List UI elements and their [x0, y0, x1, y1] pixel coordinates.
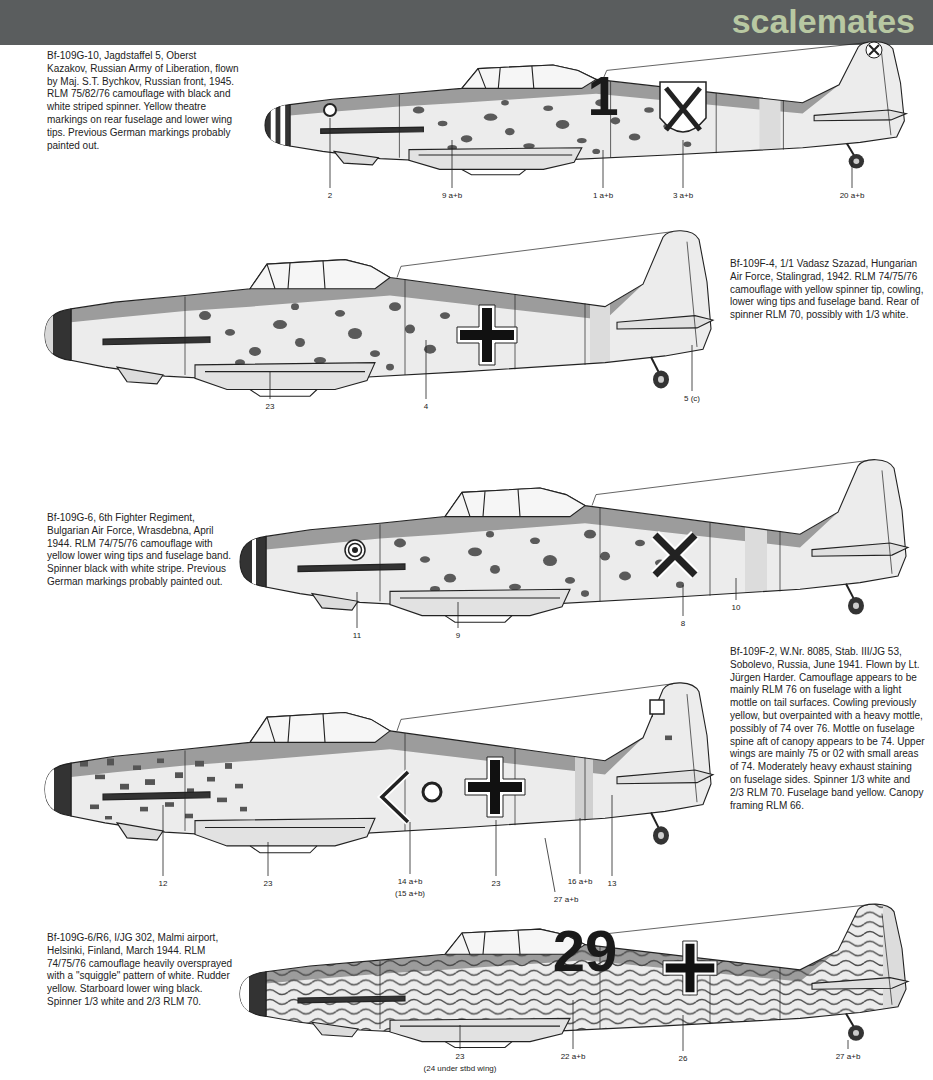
- callout-number: 23: [492, 879, 501, 889]
- callout-number: 8: [681, 619, 685, 629]
- callout-number: 26: [679, 1054, 688, 1064]
- callout-number: 22 a+b: [561, 1052, 586, 1062]
- callout-number: 23: [266, 402, 275, 412]
- callout-number: 16 a+b: [568, 877, 593, 887]
- aircraft-marking: 29: [553, 922, 618, 980]
- callout-number: 23: [456, 1052, 465, 1062]
- caption: Bf-109G-10, Jagdstaffel 5, Oberst Kazako…: [47, 50, 239, 152]
- callout-number: 1 a+b: [593, 191, 613, 201]
- watermark: scalemates: [732, 3, 915, 40]
- callout-number: (15 a+b): [395, 889, 425, 899]
- callout-number: 2: [328, 191, 332, 201]
- callout-number: (24 under stbd wing): [424, 1064, 497, 1074]
- callout-number: 27 a+b: [836, 1052, 861, 1062]
- aircraft-marking: 1: [587, 68, 618, 124]
- callout-number: 27 a+b: [554, 895, 579, 905]
- callout-number: 11: [353, 631, 361, 641]
- callout-number: 12: [159, 879, 168, 889]
- caption: Bf-109G-6/R6, I/JG 302, Malmi airport, H…: [47, 932, 235, 1009]
- caption: Bf-109G-6, 6th Fighter Regiment, Bulgari…: [47, 512, 235, 589]
- callout-number: 23: [264, 879, 273, 889]
- caption: Bf-109F-4, 1/1 Vadasz Szazad, Hungarian …: [730, 258, 925, 322]
- callout-number: 9: [456, 631, 460, 641]
- callout-number: 20 a+b: [840, 191, 865, 201]
- callout-number: 10: [732, 603, 741, 613]
- callout-number: 9 a+b: [442, 191, 462, 201]
- callout-number: 3 a+b: [673, 191, 693, 201]
- callout-number: 4: [424, 402, 428, 412]
- callout-number: 13: [608, 879, 617, 889]
- callout-number: 5 (c): [684, 394, 700, 404]
- callout-number: 14 a+b: [398, 877, 423, 887]
- caption: Bf-109F-2, W.Nr. 8085, Stab. III/JG 53, …: [730, 646, 925, 812]
